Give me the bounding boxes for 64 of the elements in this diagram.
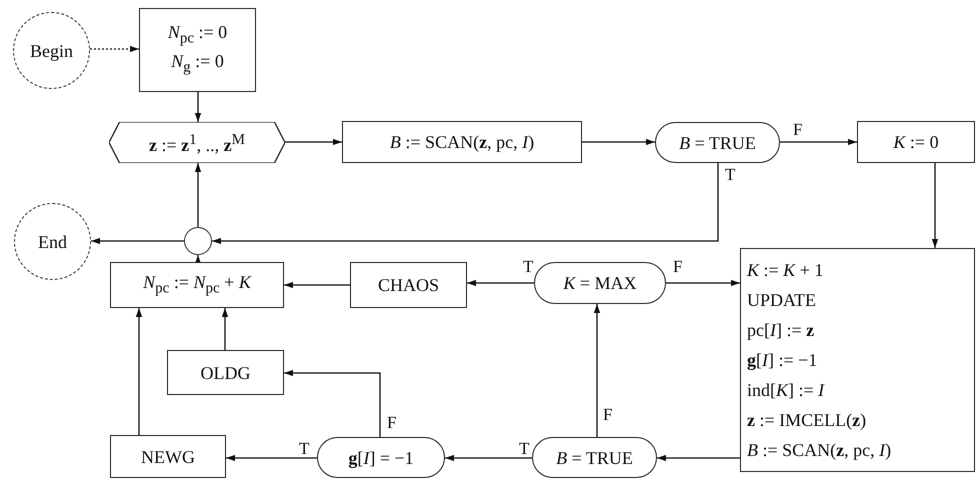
arrow [136,308,142,435]
arrow [284,282,350,288]
arrow [657,454,740,462]
node-text: N$_{pc}$ := N$_{pc}$ + K [143,270,251,298]
process-box [350,262,467,308]
node-text: UPDATE [747,289,816,311]
node-text: z := z$^{1}$, .., z$^{M}$ [149,131,245,156]
edge-label: T [298,440,310,457]
edge-label: T [522,258,534,275]
arrow [284,370,381,437]
node-text: z := IMCELL(z) [747,409,866,431]
node-text: K = MAX [563,272,637,294]
decision-box [655,122,780,163]
loop-hexagon [109,122,285,163]
node-text: NEWG [141,446,195,468]
arrow [212,163,719,244]
arrow [666,280,740,286]
edge-label: F [672,258,684,275]
node-text: CHAOS [378,274,439,296]
node-text: B = TRUE [679,132,756,154]
edge-label: F [386,414,398,431]
process-box [167,350,284,395]
arrow [285,138,342,146]
decision-box [534,262,666,304]
arrow [91,238,184,244]
node-text: Begin [30,40,73,62]
arrow [467,280,534,286]
decision-box [317,437,445,478]
process-box [857,121,975,163]
arrow [582,138,655,146]
arrow [780,138,857,146]
node-text: g[I] := −1 [747,349,818,371]
edge-label: F [792,121,804,138]
node-text: N$_{g}$ := 0 [171,50,224,78]
arrow [194,92,202,122]
arrow [222,308,228,350]
arrow [594,304,600,437]
arrow [194,255,202,264]
arrow [445,454,532,462]
node-text: g[I] = −1 [348,446,414,468]
node-text: B := SCAN(z, pc, I) [747,439,892,461]
edge-label: F [602,406,614,423]
process-box [110,262,284,308]
arrow [226,454,317,462]
process-box [110,435,226,478]
node-text: OLDG [200,362,250,384]
junction-circle [184,227,212,255]
node-text: B := SCAN(z, pc, I) [390,131,534,153]
decision-box [532,437,657,478]
node-text: pc[I] := z [747,319,814,341]
node-text: K := K + 1 [747,259,824,281]
arrow [90,46,139,52]
edge-label: T [518,440,530,457]
process-box [342,121,582,163]
node-text: End [38,230,67,252]
arrow [932,163,938,248]
edge-label: T [724,166,736,183]
node-text: ind[K] := I [747,379,824,401]
node-text: N$_{pc}$ := 0 [168,21,228,49]
arrow [194,163,202,227]
process-box [139,8,256,92]
node-text: B = TRUE [556,446,633,468]
node-text: K := 0 [893,131,939,153]
process-box [740,248,975,472]
